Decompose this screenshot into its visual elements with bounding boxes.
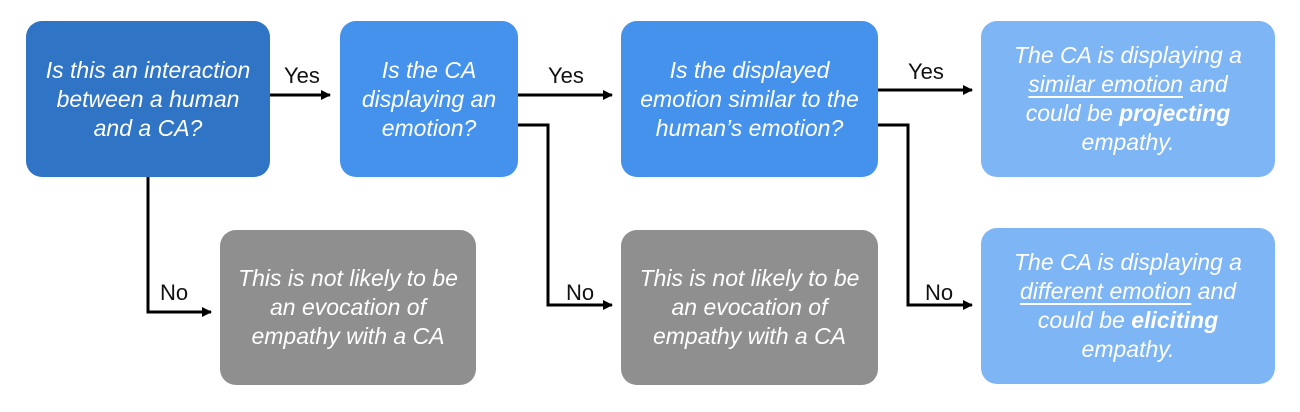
node-eliciting-empathy: The CA is displaying a different emotion… (981, 228, 1275, 384)
projecting-text-mid: and could be (1025, 71, 1228, 126)
edge-q2-to-n2 (518, 123, 613, 310)
node-ca-displaying-emotion-text: Is the CA displaying an emotion? (361, 56, 497, 141)
node-not-likely-2: This is not likely to be an evocation of… (621, 230, 878, 385)
node-projecting-empathy-text: The CA is displaying a similar emotion a… (1008, 41, 1248, 157)
node-human-ca-interaction-text: Is this an interaction between a human a… (45, 56, 251, 141)
edge-label-no-3: No (925, 280, 954, 305)
node-not-likely-2-text: This is not likely to be an evocation of… (639, 265, 860, 349)
edge-label-yes-3: Yes (908, 59, 944, 84)
eliciting-text-post: empathy. (1081, 336, 1175, 362)
projecting-text-post: empathy. (1081, 129, 1175, 155)
eliciting-text-mid: and could be (1037, 278, 1237, 333)
edge-label-no-1: No (160, 280, 189, 305)
edge-label-yes-1: Yes (284, 63, 320, 88)
node-emotion-similar-text: Is the displayed emotion similar to the … (640, 56, 859, 141)
eliciting-text-different-emotion: different emotion (1019, 278, 1192, 304)
node-not-likely-1-text: This is not likely to be an evocation of… (238, 265, 458, 349)
node-ca-displaying-emotion: Is the CA displaying an emotion? (340, 21, 518, 177)
node-projecting-empathy: The CA is displaying a similar emotion a… (981, 21, 1275, 177)
node-human-ca-interaction: Is this an interaction between a human a… (26, 21, 270, 177)
projecting-text-similar-emotion: similar emotion (1028, 71, 1183, 97)
edge-q1-to-n1 (146, 177, 212, 317)
edge-label-no-2: No (566, 280, 595, 305)
edge-q3-to-r2 (878, 123, 973, 310)
edge-label-yes-2: Yes (548, 63, 584, 88)
projecting-text-pre: The CA is displaying a (1014, 42, 1242, 68)
node-emotion-similar: Is the displayed emotion similar to the … (621, 21, 878, 177)
node-not-likely-1: This is not likely to be an evocation of… (220, 230, 476, 385)
projecting-text-keyword: projecting (1119, 100, 1231, 126)
node-eliciting-empathy-text: The CA is displaying a different emotion… (1008, 248, 1248, 364)
eliciting-text-keyword: eliciting (1131, 307, 1219, 333)
eliciting-text-pre: The CA is displaying a (1014, 249, 1242, 275)
